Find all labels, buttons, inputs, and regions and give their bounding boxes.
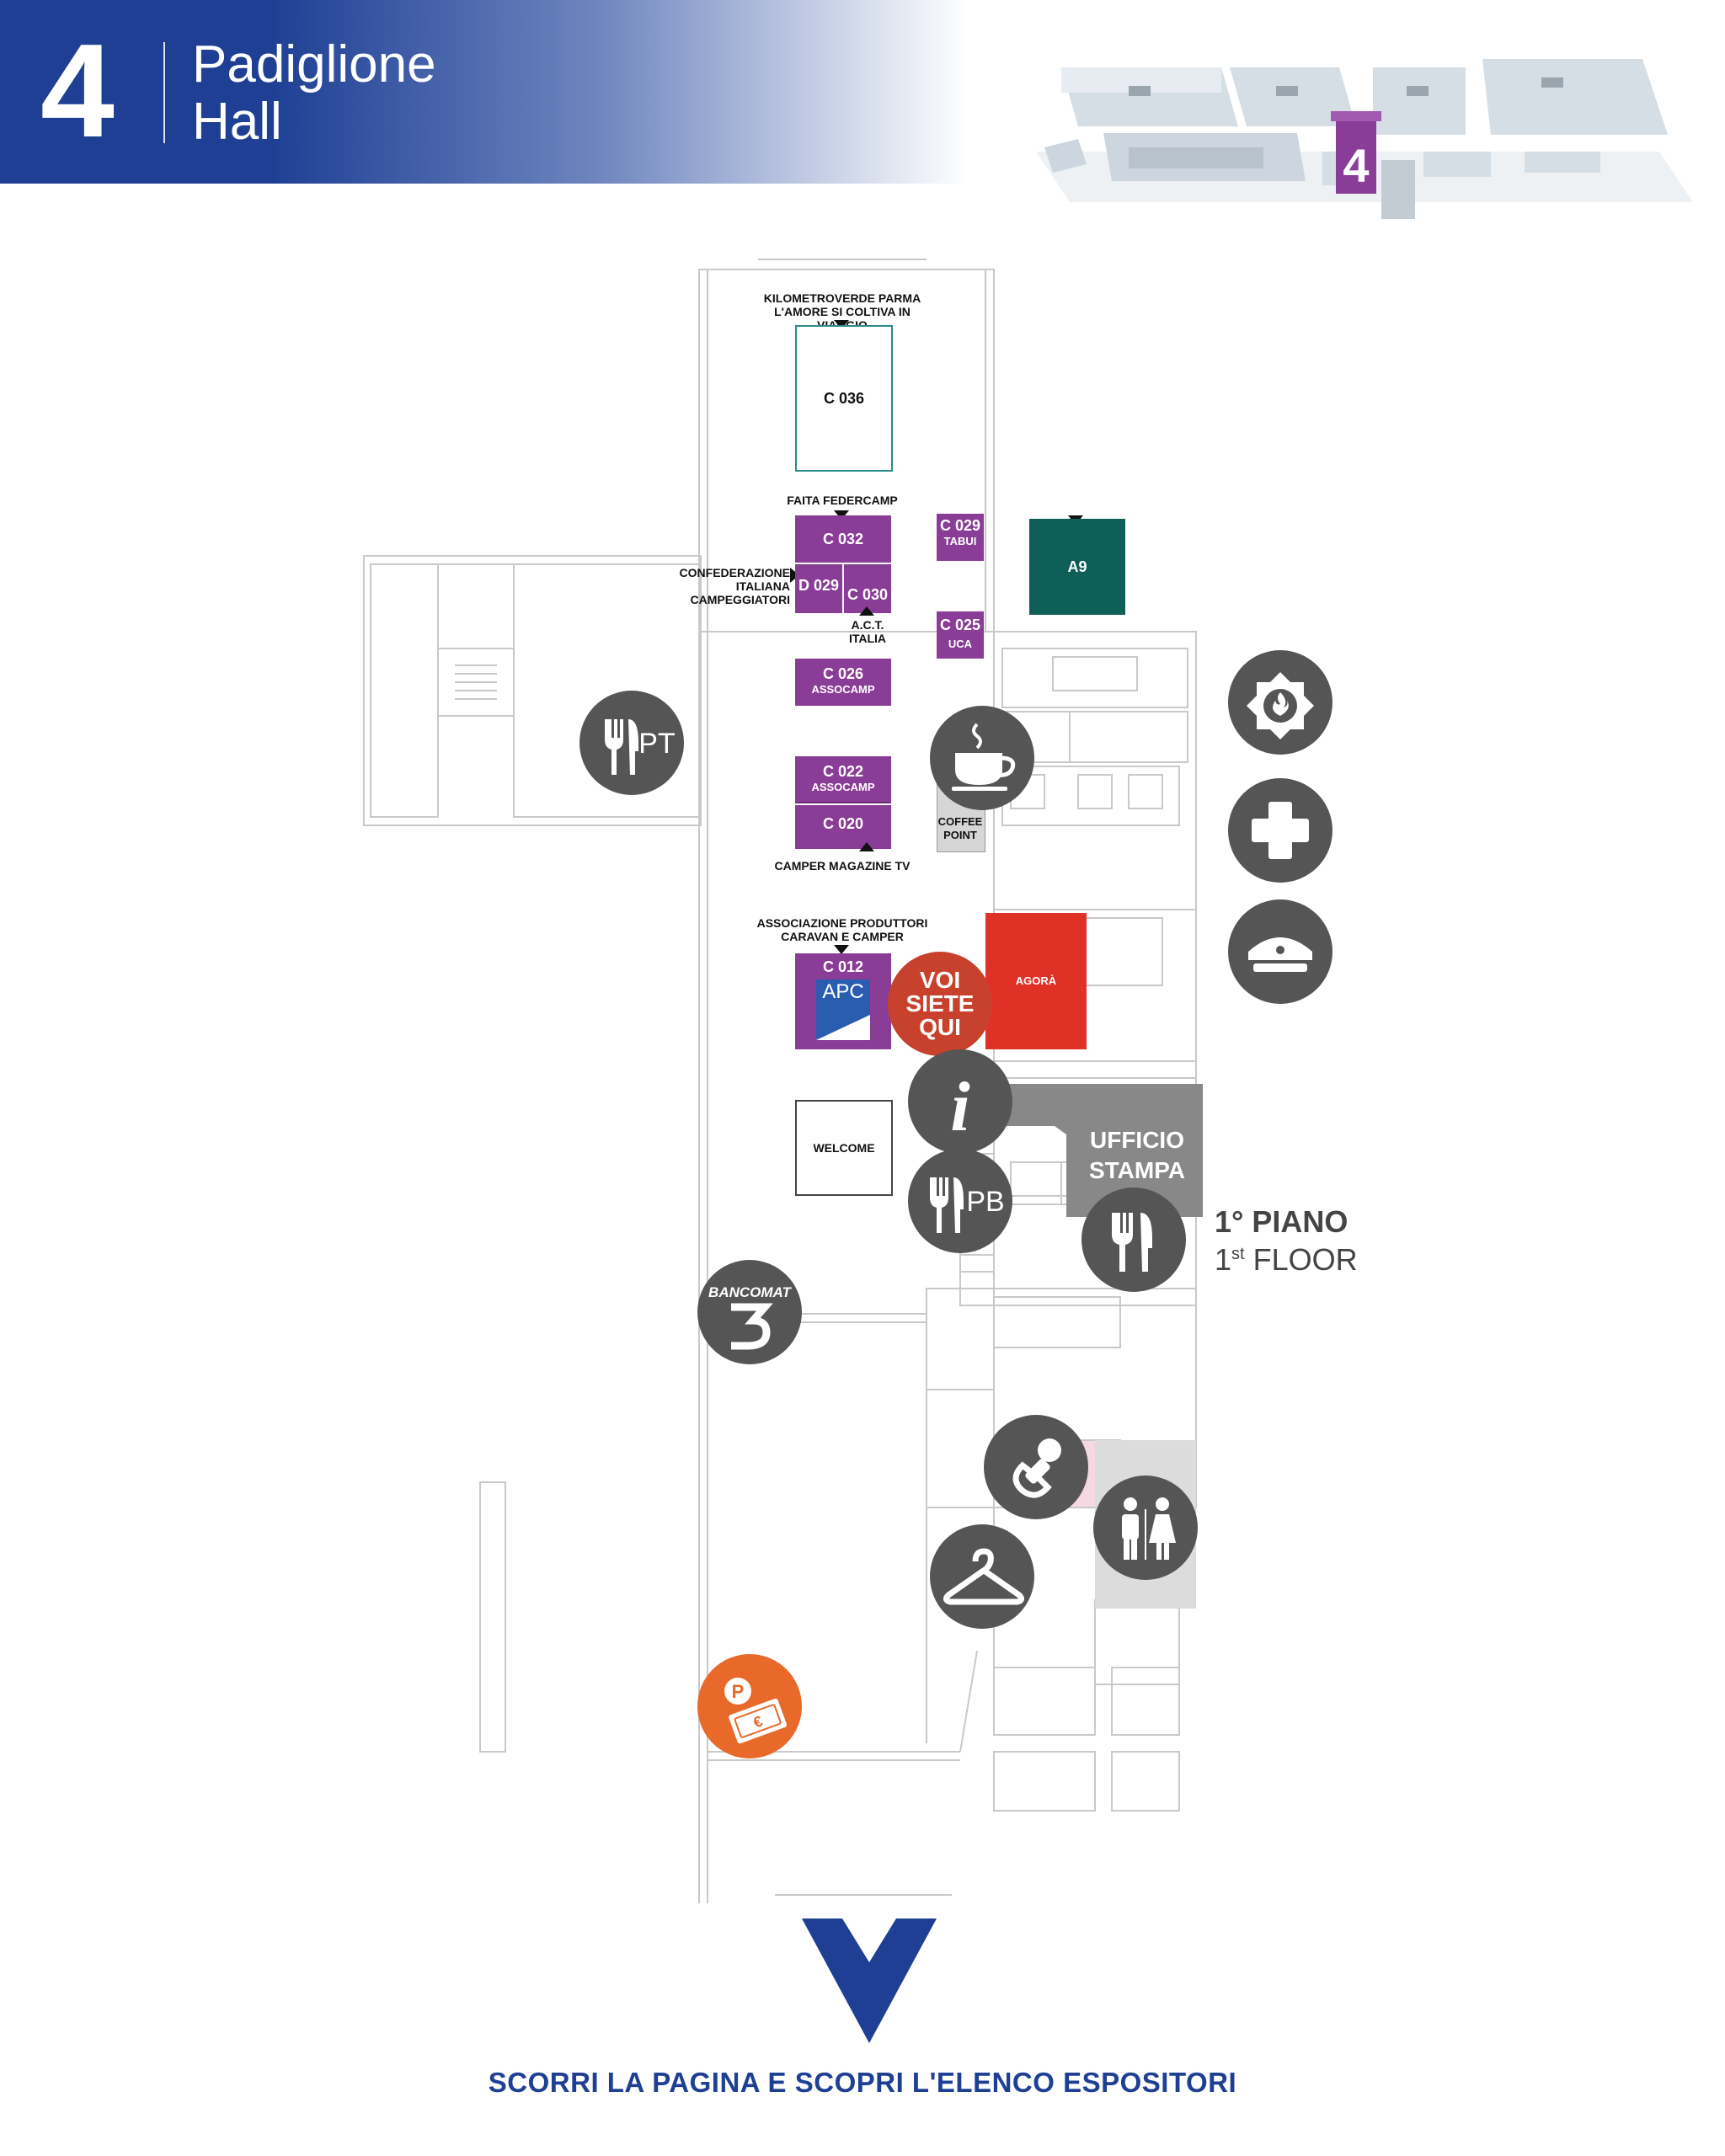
police-icon[interactable] — [1228, 899, 1332, 1004]
c036-entry-arrow — [834, 320, 849, 329]
hall-number: 4 — [40, 17, 115, 165]
booth-c030[interactable]: C 030 — [844, 564, 891, 613]
booth-c036[interactable]: C 036 — [795, 325, 893, 472]
booth-c032[interactable]: C 032 — [795, 515, 891, 563]
booth-c025[interactable]: C 025 UCA — [937, 611, 984, 659]
first-floor-label: 1° PIANO 1st FLOOR — [1215, 1204, 1358, 1277]
svg-text:i: i — [950, 1068, 969, 1146]
booth-c022[interactable]: C 022 ASSOCAMP — [795, 756, 891, 803]
booth-c029[interactable]: C 029 TABUI — [937, 514, 984, 561]
overview-hall-label: 4 — [1343, 139, 1369, 192]
c032-entry-arrow — [834, 510, 849, 520]
coffee-icon[interactable] — [930, 706, 1034, 810]
d029-entry-arrow — [790, 568, 799, 583]
welcome-desk[interactable]: WELCOME — [795, 1100, 893, 1196]
header-divider — [163, 42, 165, 143]
c030-entry-arrow — [859, 606, 874, 616]
restaurant-first-floor-icon[interactable] — [1081, 1187, 1186, 1292]
scroll-down-chevron-icon[interactable] — [802, 1919, 937, 2043]
restrooms-icon[interactable] — [1093, 1476, 1198, 1580]
booth-a9[interactable]: A9 — [1029, 519, 1125, 615]
cloakroom-icon[interactable] — [930, 1524, 1034, 1629]
booth-c026[interactable]: C 026 ASSOCAMP — [795, 659, 891, 706]
header-title-line1: Padiglione — [192, 35, 436, 93]
c012-exhibitor-label: ASSOCIAZIONE PRODUTTORI CARAVAN E CAMPER — [756, 916, 928, 943]
info-icon[interactable]: i — [908, 1049, 1012, 1154]
c030-exhibitor-label: A.C.T. ITALIA — [848, 618, 887, 645]
d029-exhibitor-label: CONFEDERAZIONE ITALIANA CAMPEGGIATORI — [679, 566, 790, 606]
svg-text:PB: PB — [966, 1186, 1004, 1218]
bancomat-icon[interactable]: BANCOMAT — [697, 1260, 802, 1364]
svg-text:BANCOMAT: BANCOMAT — [708, 1284, 793, 1300]
apc-logo: APC — [816, 979, 870, 1040]
booth-c020[interactable]: C 020 — [795, 805, 891, 849]
c020-exhibitor-label: CAMPER MAGAZINE TV — [774, 859, 911, 873]
c032-exhibitor-label: FAITA FEDERCAMP — [787, 494, 898, 507]
baby-care-icon[interactable] — [984, 1415, 1088, 1519]
restaurant-pb-icon[interactable]: PB — [908, 1149, 1012, 1253]
fairground-overview-map[interactable]: 4 — [1019, 34, 1710, 253]
header-title-line2: Hall — [192, 93, 282, 151]
c036-exhibitor-label: KILOMETROVERDE PARMA L'AMORE SI COLTIVA … — [763, 291, 921, 332]
c020-entry-arrow — [859, 842, 874, 851]
first-aid-icon[interactable] — [1228, 778, 1332, 883]
agora-area[interactable]: AGORÀ — [985, 913, 1087, 1049]
coffee-point-label: COFFEE POINT — [937, 815, 983, 841]
restaurant-pt-icon[interactable]: PT — [579, 691, 684, 795]
press-office-shape — [985, 1084, 1203, 1217]
svg-text:P: P — [732, 1681, 745, 1702]
booth-c012[interactable]: C 012 APC — [795, 953, 891, 1049]
scroll-cta-text[interactable]: SCORRI LA PAGINA E SCOPRI L'ELENCO ESPOS… — [488, 2067, 1237, 2098]
svg-text:PT: PT — [638, 728, 675, 760]
c012-entry-arrow — [834, 945, 849, 954]
fire-brigade-icon[interactable] — [1228, 650, 1332, 755]
press-office-label[interactable]: UFFICIO STAMPA — [1088, 1127, 1186, 1183]
hall-header-banner — [0, 0, 969, 184]
booth-d029[interactable]: D 029 — [795, 564, 842, 613]
you-are-here-marker: VOI SIETE QUI — [888, 952, 992, 1056]
parking-payment-icon[interactable]: P € — [697, 1654, 802, 1758]
